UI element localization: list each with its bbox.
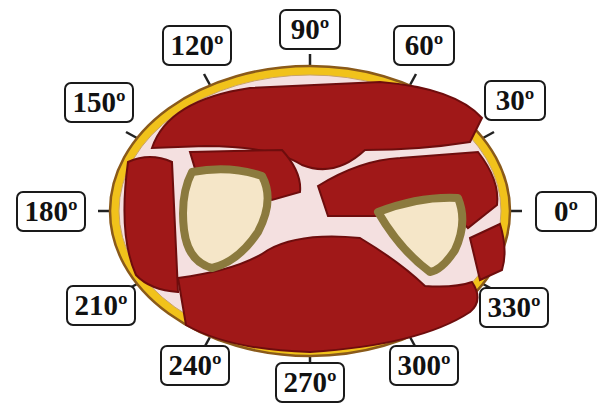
- angle-box: 240º: [160, 345, 230, 386]
- right-bone: [378, 198, 462, 272]
- angle-box: 0º: [535, 191, 597, 232]
- angle-box: 150º: [64, 82, 134, 123]
- angle-box: 210º: [66, 285, 136, 326]
- angle-label: 30º: [496, 86, 535, 115]
- angle-box: 270º: [275, 362, 345, 403]
- angle-label: 0º: [554, 197, 578, 226]
- bones: [183, 169, 462, 272]
- angle-label: 150º: [72, 88, 125, 117]
- angle-label: 240º: [168, 351, 221, 380]
- angle-label: 120º: [170, 31, 223, 60]
- angle-box: 120º: [162, 25, 232, 66]
- angle-label: 60º: [405, 31, 444, 60]
- angle-label: 210º: [74, 291, 127, 320]
- angle-box: 180º: [16, 191, 86, 232]
- angle-box: 300º: [389, 345, 459, 386]
- muscles: [124, 82, 504, 352]
- tick-marks: [98, 54, 522, 368]
- angle-label: 270º: [283, 368, 336, 397]
- angle-label: 300º: [397, 351, 450, 380]
- skin-ring: [110, 66, 510, 356]
- angle-box: 30º: [484, 80, 546, 121]
- angle-label: 90º: [291, 15, 330, 44]
- angle-box: 90º: [279, 9, 341, 50]
- angle-box: 60º: [393, 25, 455, 66]
- angle-label: 330º: [487, 293, 540, 322]
- left-bone: [183, 169, 268, 268]
- angle-label: 180º: [24, 197, 77, 226]
- angle-box: 330º: [479, 287, 549, 328]
